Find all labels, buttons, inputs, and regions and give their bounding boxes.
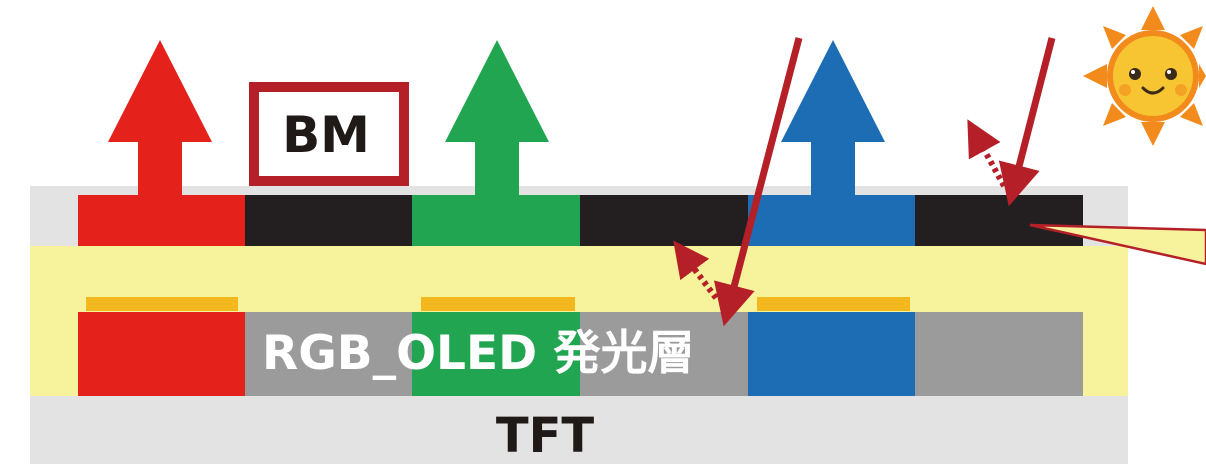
- red-color-filter: [78, 195, 245, 246]
- green-color-filter: [412, 195, 580, 246]
- green-oled-pixel: [412, 312, 580, 396]
- green-emission-arrow: [445, 40, 549, 196]
- reflected-light-ray: [967, 119, 1007, 188]
- blue-color-filter: [748, 195, 915, 246]
- oled-layer-label: RGB_OLED 発光層: [262, 326, 695, 381]
- black-matrix-segment: [245, 195, 412, 246]
- electrode-bar: [86, 297, 238, 311]
- tft-label: TFT: [495, 408, 595, 464]
- gray-oled-region: [915, 312, 1083, 396]
- red-oled-pixel: [78, 312, 245, 396]
- black-matrix-segment: [915, 195, 1083, 246]
- callout-pointer: [1029, 223, 1206, 266]
- electrode-bar: [757, 297, 910, 311]
- color-filter-row: [78, 195, 1083, 246]
- gray-oled-region: [245, 312, 412, 396]
- blue-oled-pixel: [748, 312, 915, 396]
- oled-layer-row: [78, 297, 1083, 396]
- bm-label-box: [249, 82, 409, 186]
- bm-label: BM: [282, 106, 370, 164]
- reflected-light-ray: [673, 240, 719, 300]
- blue-emission-arrow: [781, 40, 885, 196]
- black-matrix-segment: [580, 195, 748, 246]
- sun-icon: [1083, 6, 1206, 146]
- incident-light-ray: [998, 37, 1056, 207]
- red-emission-arrow: [108, 40, 212, 196]
- incident-light-ray: [713, 37, 803, 327]
- electrode-bar: [421, 297, 575, 311]
